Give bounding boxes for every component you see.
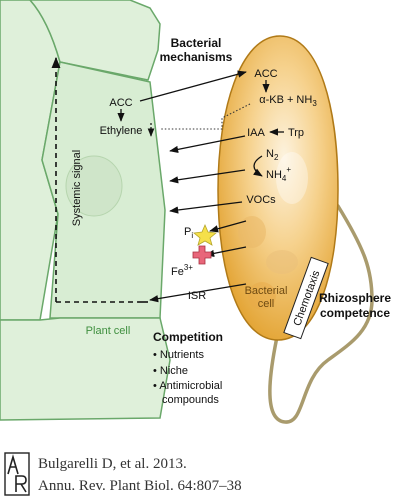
bacterial-cell-line1: Bacterial: [245, 285, 288, 297]
bacterial-inclusion-2: [238, 216, 266, 248]
nh4-label: NH4+: [266, 165, 291, 183]
bacterial-inclusion-1: [276, 152, 308, 204]
plant-nucleus: [65, 155, 123, 217]
akb-nh3-label: α-KB + NH3: [259, 94, 317, 108]
arrow-fe: [205, 246, 247, 257]
vocs-label: VOCs: [246, 194, 276, 206]
acc-bacterium-label: ACC: [254, 68, 277, 80]
systemic-signal-path: [51, 56, 148, 303]
competition-bullet-1: • Nutrients: [153, 349, 204, 361]
arrow-isr: [149, 283, 247, 303]
plant-cell-label: Plant cell: [86, 325, 131, 337]
plant-cell-lower: [0, 317, 171, 421]
competition-title: Competition: [153, 330, 223, 344]
arrow-vocs-to-plant: [169, 201, 243, 214]
systemic-signal-label: Systemic signal: [71, 150, 83, 226]
arrow-iaa-to-plant: [169, 135, 246, 153]
iron-cross-icon: [192, 245, 212, 265]
plant-tissue: [0, 0, 171, 421]
citation-line-1: Bulgarelli D, et al. 2013.: [38, 456, 187, 472]
bacterial-cell: [217, 35, 339, 341]
flagellum: [268, 204, 374, 424]
n2-label: N2: [266, 148, 279, 162]
bacterial-inclusion-4: [248, 282, 276, 310]
pi-label: Pi: [184, 226, 193, 240]
competition-bullet-3: • Antimicrobial: [153, 380, 222, 392]
arrow-n2-to-nh4: [253, 155, 263, 177]
ethylene-label: Ethylene: [100, 125, 143, 137]
trp-label: Trp: [288, 127, 304, 139]
competition-bullet-3-cont: compounds: [162, 394, 219, 406]
rhizosphere-line2: competence: [320, 306, 390, 320]
fe-label: Fe3+: [171, 263, 193, 278]
arrow-nh4-to-plant: [169, 169, 246, 184]
rhizosphere-line1: Rhizosphere: [319, 291, 391, 305]
competition-bullet-2: • Niche: [153, 365, 188, 377]
arrow-pi: [209, 220, 247, 233]
phosphate-star-icon: [193, 223, 217, 246]
iaa-label: IAA: [247, 127, 265, 139]
citation-line-2: Annu. Rev. Plant Biol. 64:807–38: [38, 478, 242, 494]
arrows: [117, 70, 284, 303]
isr-label: ISR: [188, 290, 206, 302]
bacterial-cell-line2: cell: [258, 298, 275, 310]
bacterial-mechanisms-line2: mechanisms: [160, 50, 233, 64]
acc-plant-label: ACC: [109, 97, 132, 109]
annual-reviews-logo-icon: [4, 452, 30, 496]
bacterial-inclusion-3: [266, 250, 298, 274]
bacterial-mechanisms-line1: Bacterial: [171, 36, 222, 50]
arrow-acc-to-bacterium: [139, 70, 247, 102]
plant-cell-upper: [28, 0, 161, 81]
